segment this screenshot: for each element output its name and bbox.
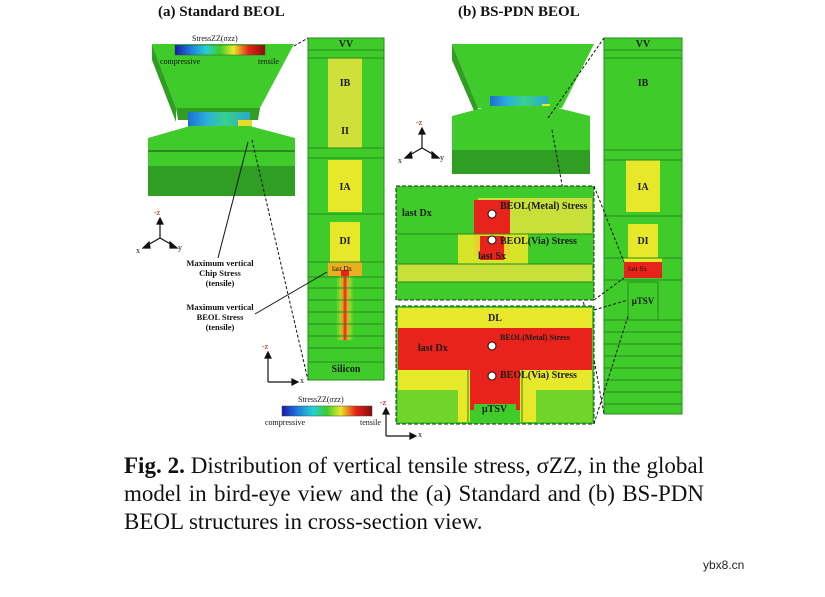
layer-a-lastdx: last Dx	[332, 265, 353, 273]
layer-b-di: DI	[637, 236, 649, 247]
inset-top	[395, 185, 595, 301]
colorbar-top	[174, 44, 266, 56]
colorbar-top-left-label: compressive	[160, 57, 200, 66]
inset-bottom-last-dx: last Dx	[418, 343, 448, 354]
colorbar-bottom-right-label: tensile	[360, 418, 381, 427]
layer-b-ib: IB	[637, 78, 649, 89]
axis-b-negz: -z	[416, 118, 423, 127]
chip-stress-annotation: Maximum vertical Chip Stress (tensile)	[186, 258, 254, 288]
inset-top-beol-via: BEOL(Via) Stress	[500, 236, 577, 247]
axes-triad-a	[141, 216, 179, 249]
layer-a-vv: VV	[338, 39, 354, 50]
inset-top-last-dx: last Dx	[402, 208, 432, 219]
figure-caption: Fig. 2. Distribution of vertical tensile…	[124, 452, 704, 536]
inset-bottom	[395, 305, 595, 425]
caption-text: Distribution of vertical tensile stress,…	[124, 453, 704, 534]
colorbar-bottom	[281, 405, 373, 417]
inset-top-last-sx: last Sx	[478, 251, 507, 262]
panel-b-birdeye	[452, 44, 594, 174]
inset-top-beol-metal: BEOL(Metal) Stress	[500, 201, 588, 212]
panel-a-section	[307, 37, 385, 381]
layer-a-silicon: Silicon	[331, 364, 361, 375]
panel-b-connectors	[547, 37, 629, 425]
colorbar-bottom-left-label: compressive	[265, 418, 305, 427]
axis-b-x: x	[398, 156, 402, 165]
panel-a-birdeye	[148, 44, 295, 196]
panel-a-connectors	[217, 37, 328, 381]
colorbar-top-right-label: tensile	[258, 57, 279, 66]
watermark: ybx8.cn	[703, 558, 745, 572]
axis-a-y: y	[178, 243, 182, 252]
axis-a2-x: x	[300, 376, 304, 385]
inset-bottom-dl: DL	[488, 313, 502, 324]
axis-a-negz: -z	[154, 208, 161, 217]
axis-b2-negz: -z	[380, 398, 387, 407]
axis-b2-x: x	[418, 430, 422, 439]
inset-bottom-beol-metal: BEOL(Metal) Stress	[500, 333, 570, 342]
axis-a-x: x	[136, 246, 140, 255]
inset-bottom-utsv: μTSV	[482, 404, 508, 415]
caption-fig-label: Fig. 2.	[124, 453, 185, 478]
layer-a-di: DI	[339, 236, 351, 247]
colorbar-top-title: StressZZ(σzz)	[192, 34, 238, 43]
layer-a-ib: IB	[339, 78, 351, 89]
axes-xz-b	[382, 406, 418, 440]
layer-b-ia: IA	[637, 182, 649, 193]
axes-triad-b	[403, 126, 441, 159]
layer-a-ia: IA	[339, 182, 351, 193]
axes-xz-a	[264, 350, 300, 386]
layer-b-utsv: μTSV	[631, 296, 655, 306]
panel-b-section	[603, 37, 683, 415]
colorbar-bottom-title: StressZZ(σzz)	[298, 395, 344, 404]
inset-bottom-beol-via: BEOL(Via) Stress	[500, 370, 577, 381]
layer-b-lastsx: last Sx	[628, 265, 647, 273]
panel-b-title: (b) BS-PDN BEOL	[458, 4, 580, 20]
layer-b-vv: VV	[635, 39, 651, 50]
axis-b-y: y	[440, 153, 444, 162]
axis-a2-negz: -z	[262, 342, 269, 351]
layer-a-ii: II	[341, 126, 349, 137]
panel-a-title: (a) Standard BEOL	[158, 4, 285, 20]
beol-stress-annotation: Maximum vertical BEOL Stress (tensile)	[186, 302, 254, 332]
